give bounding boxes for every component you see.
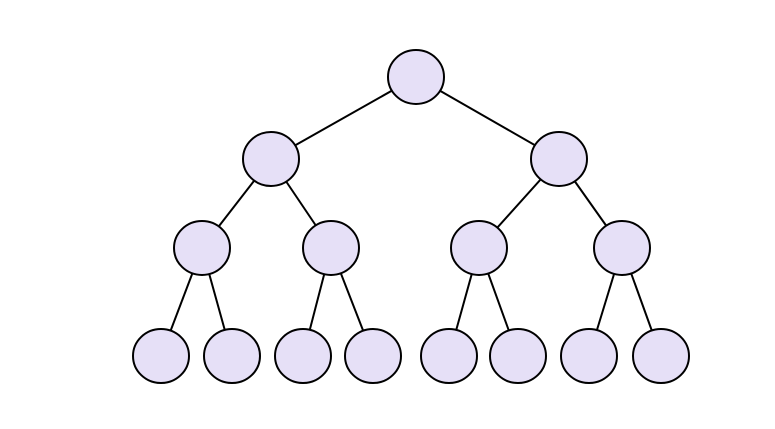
tree-node-n7-level-3 [132,328,190,384]
tree-node-n8-level-3 [203,328,261,384]
tree-node-n0-level-0 [387,49,445,105]
tree-node-n6-level-2 [593,220,651,276]
tree-node-n3-level-2 [173,220,231,276]
tree-node-n14-level-3 [632,328,690,384]
tree-node-n10-level-3 [344,328,402,384]
tree-node-n11-level-3 [420,328,478,384]
tree-node-n4-level-2 [302,220,360,276]
tree-node-n1-level-1 [242,131,300,187]
tree-node-n9-level-3 [274,328,332,384]
tree-node-n5-level-2 [450,220,508,276]
tree-node-n2-level-1 [530,131,588,187]
tree-node-n13-level-3 [560,328,618,384]
tree-node-n12-level-3 [489,328,547,384]
